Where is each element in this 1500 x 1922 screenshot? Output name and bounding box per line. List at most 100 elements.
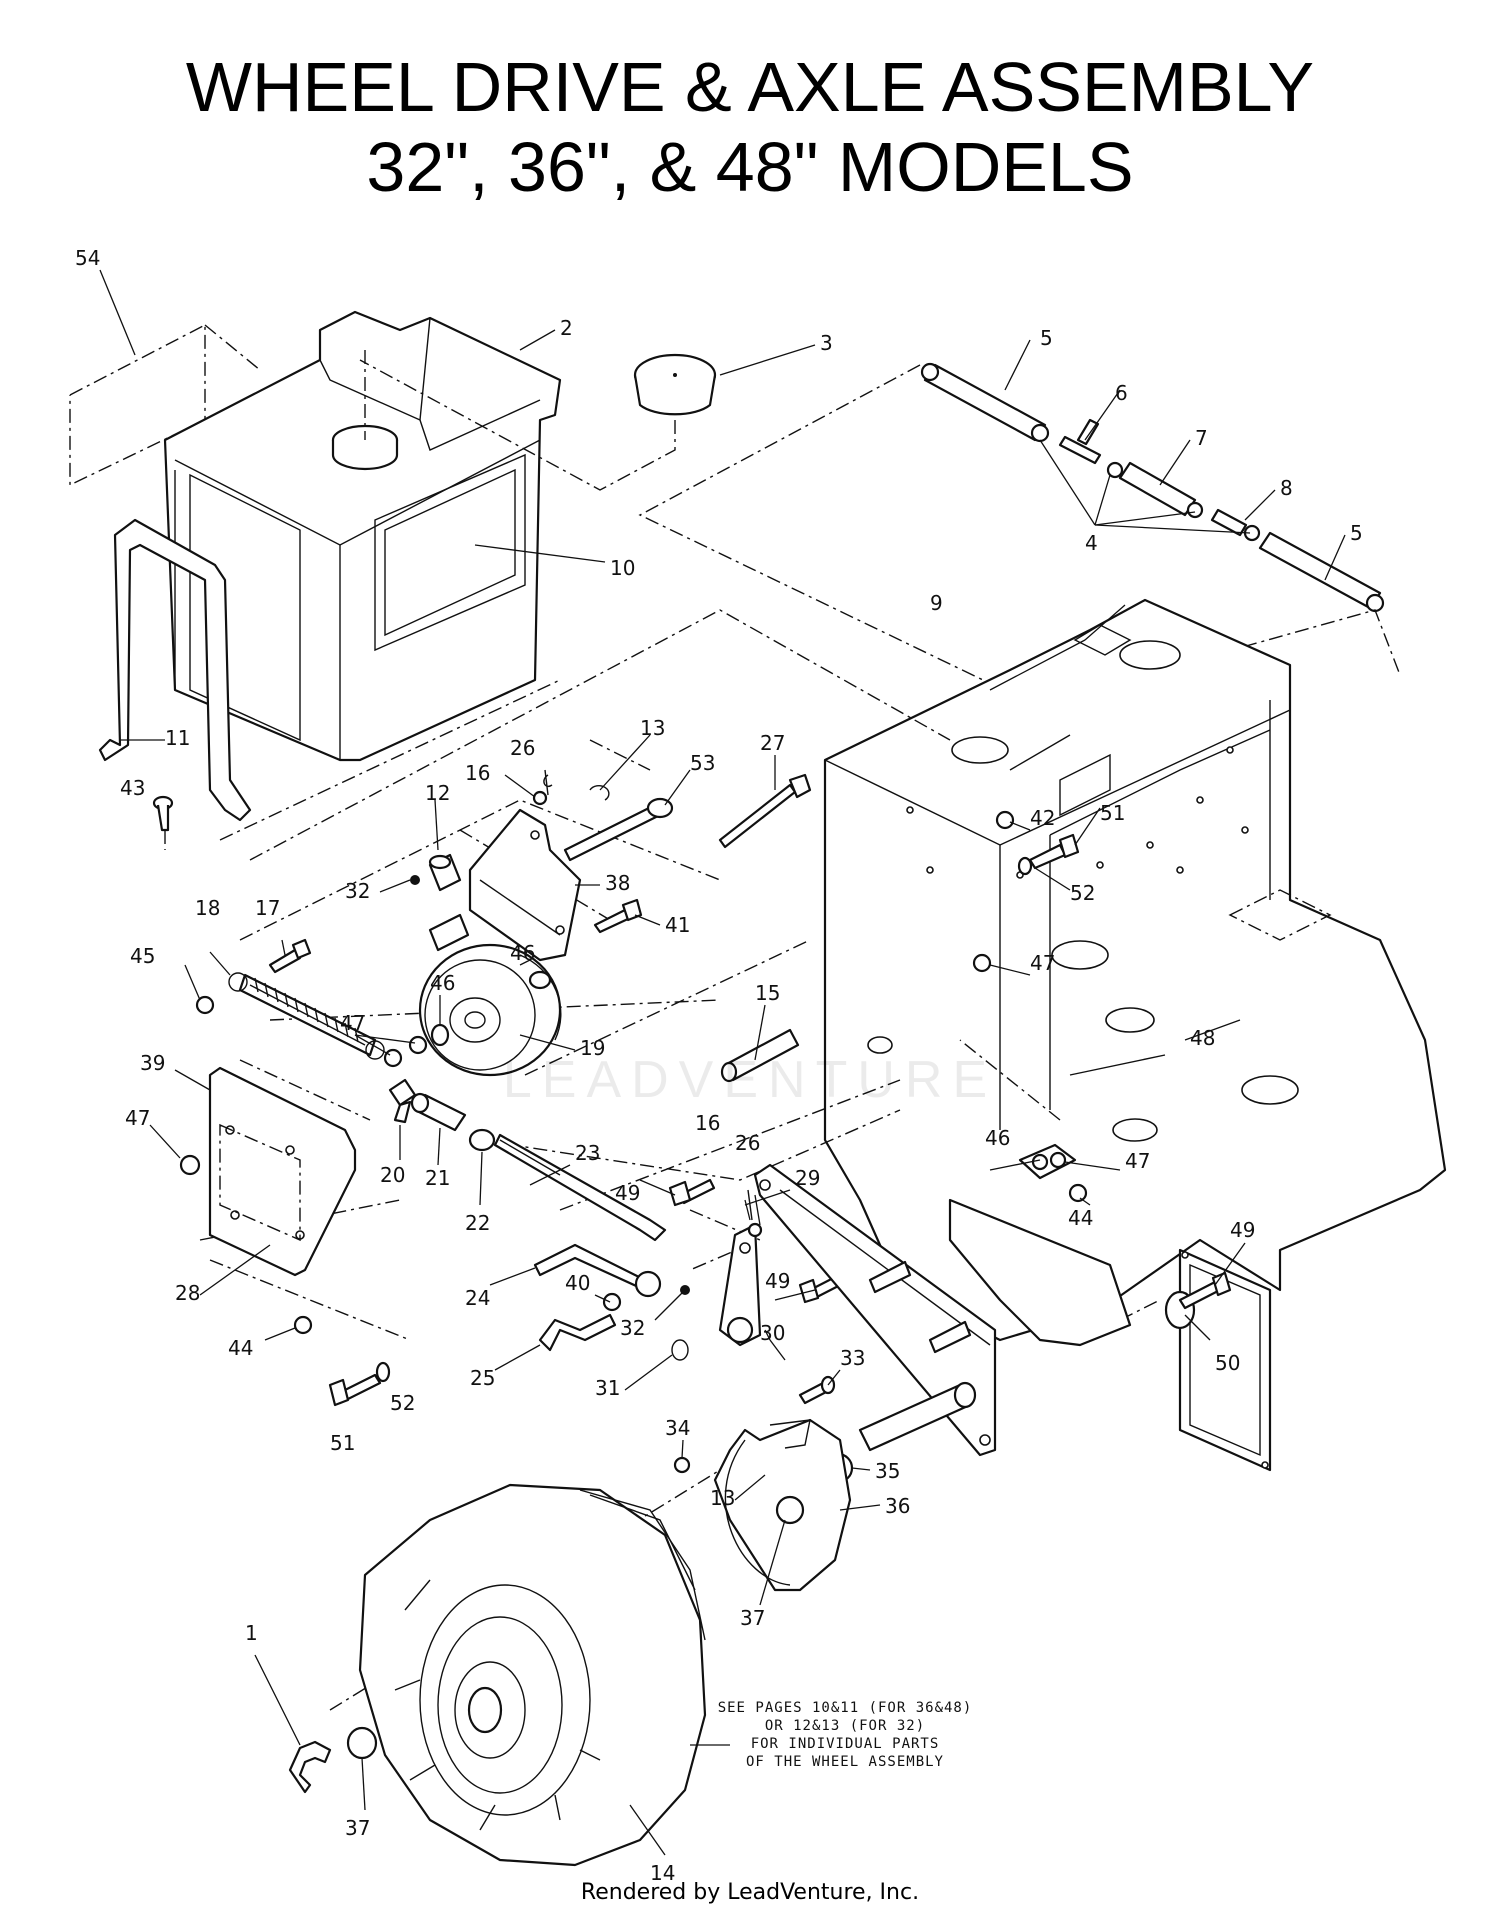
part-nut-45[interactable] [195,995,215,1015]
part-washer-52-lower[interactable] [375,1361,391,1383]
callout-5-right: 5 [1350,521,1363,545]
part-fuel-line-5b[interactable] [1258,531,1385,613]
callout-9: 9 [930,591,943,615]
part-washer-46-pulley[interactable] [430,1023,450,1047]
part-washer-52-upper[interactable] [1017,856,1033,876]
part-nut-47-guard[interactable] [179,1154,201,1176]
part-bolt-41[interactable] [593,898,643,934]
callout-44-frame: 44 [1068,1206,1093,1230]
part-nut-34[interactable] [673,1456,691,1474]
callout-47-guard: 47 [125,1106,150,1130]
part-idler-bracket-38[interactable] [468,808,582,962]
part-eclip-13-upper[interactable] [589,784,610,801]
callout-51-lower: 51 [330,1431,355,1455]
callout-52-lower: 52 [390,1391,415,1415]
part-bolt-43[interactable] [152,795,174,850]
callout-37-wheel: 37 [345,1816,370,1840]
part-shaft-53[interactable] [563,797,674,862]
note-line-3: FOR INDIVIDUAL PARTS [751,1736,940,1752]
part-clevis-20[interactable] [388,1078,417,1124]
part-nut-47-frame[interactable] [972,953,992,973]
callout-13-top: 13 [640,716,665,740]
callout-46-frame: 46 [985,1126,1010,1150]
part-tank-strap-11[interactable] [98,518,252,822]
part-bolt-51-upper[interactable] [1028,833,1080,870]
part-fuel-valve-6[interactable] [1058,418,1102,465]
callout-46-pulley: 46 [430,971,455,995]
callout-32-top: 32 [345,879,370,903]
part-fuel-line-5a[interactable] [920,362,1050,443]
callout-21: 21 [425,1166,450,1190]
part-eclip-1[interactable] [288,1740,332,1794]
callout-43: 43 [120,776,145,800]
part-rod-25[interactable] [538,1313,617,1352]
part-bracket-46-frame[interactable] [1018,1143,1077,1180]
callout-18: 18 [195,896,220,920]
callout-33: 33 [840,1346,865,1370]
part-frame-9[interactable] [823,598,1447,1342]
callout-38: 38 [605,871,630,895]
callout-53: 53 [690,751,715,775]
part-bolt-51-lower[interactable] [328,1373,382,1407]
callout-16-lower: 16 [695,1111,720,1135]
leader-lines [99,269,1346,1856]
callout-15: 15 [755,981,780,1005]
part-nut-16-lower[interactable] [747,1222,763,1238]
callout-13-lower: 13 [710,1486,735,1510]
part-wheel-14[interactable] [358,1483,707,1867]
part-mount-plate-50[interactable] [1164,1248,1272,1472]
callout-19: 19 [580,1036,605,1060]
part-nut-42[interactable] [995,810,1015,830]
part-sleeve-21[interactable] [410,1092,467,1132]
part-bolt-49-left[interactable] [668,1178,716,1207]
callout-37-band: 37 [740,1606,765,1630]
callout-52-top: 52 [1070,881,1095,905]
part-pin-33[interactable] [798,1375,836,1405]
part-rod-23[interactable] [493,1133,667,1242]
wheel-assembly-note: SEE PAGES 10&11 (FOR 36&48) OR 12&13 (FO… [718,1700,972,1770]
part-rod-24[interactable] [533,1243,662,1298]
part-eclip-31[interactable] [671,1339,689,1361]
callout-45: 45 [130,944,155,968]
part-spacer-12[interactable] [428,853,462,892]
diagram-title: WHEEL DRIVE & AXLE ASSEMBLY [185,48,1315,126]
part-brake-bracket-29[interactable] [753,1163,997,1457]
part-idler-pulley-19[interactable] [418,943,562,1077]
part-nut-44-frame[interactable] [1068,1183,1088,1203]
part-fuel-tank-2[interactable] [163,310,562,762]
callout-30: 30 [760,1321,785,1345]
callout-39: 39 [140,1051,165,1075]
callout-49-mid: 49 [765,1269,790,1293]
callout-labels: 54 2 3 5 6 7 8 5 4 10 9 11 13 53 27 26 1… [75,246,1363,1885]
part-fuel-line-7[interactable] [1106,461,1204,519]
part-spacer-46-upper[interactable] [428,913,470,952]
part-nut-16-upper[interactable] [532,790,548,806]
part-grease-fitting-32-upper[interactable] [410,875,420,885]
part-hose-clamps-4[interactable] [1039,439,1251,534]
part-fuel-cap-3[interactable] [359,353,717,491]
callout-44-lower: 44 [228,1336,253,1360]
part-nut-44-lower[interactable] [293,1315,313,1335]
part-washer-37-wheel[interactable] [346,1726,378,1760]
part-cotter-26-lower[interactable] [747,1189,753,1221]
part-belt-guard-39[interactable] [208,1066,357,1277]
part-nut-40[interactable] [602,1292,622,1312]
diagram-subtitle: 32", 36", & 48" MODELS [366,128,1134,206]
callout-24: 24 [465,1286,490,1310]
part-spacer-15[interactable] [720,1028,800,1083]
part-bolt-27[interactable] [718,773,812,849]
part-brake-band-36[interactable] [713,1418,852,1592]
callout-12: 12 [425,781,450,805]
part-bolt-49-right[interactable] [1178,1271,1232,1310]
callout-31: 31 [595,1376,620,1400]
part-spring-18[interactable] [228,972,385,1060]
part-brake-arm-30[interactable] [718,1223,762,1347]
part-bolt-17[interactable] [268,938,312,974]
part-cotter-26-upper[interactable] [543,769,553,796]
callout-32-lower: 32 [620,1316,645,1340]
part-fuel-filter-8[interactable] [1210,508,1261,542]
part-ferrule-22[interactable] [468,1128,496,1152]
callout-50: 50 [1215,1351,1240,1375]
part-axle-shaft[interactable] [858,1198,1132,1452]
